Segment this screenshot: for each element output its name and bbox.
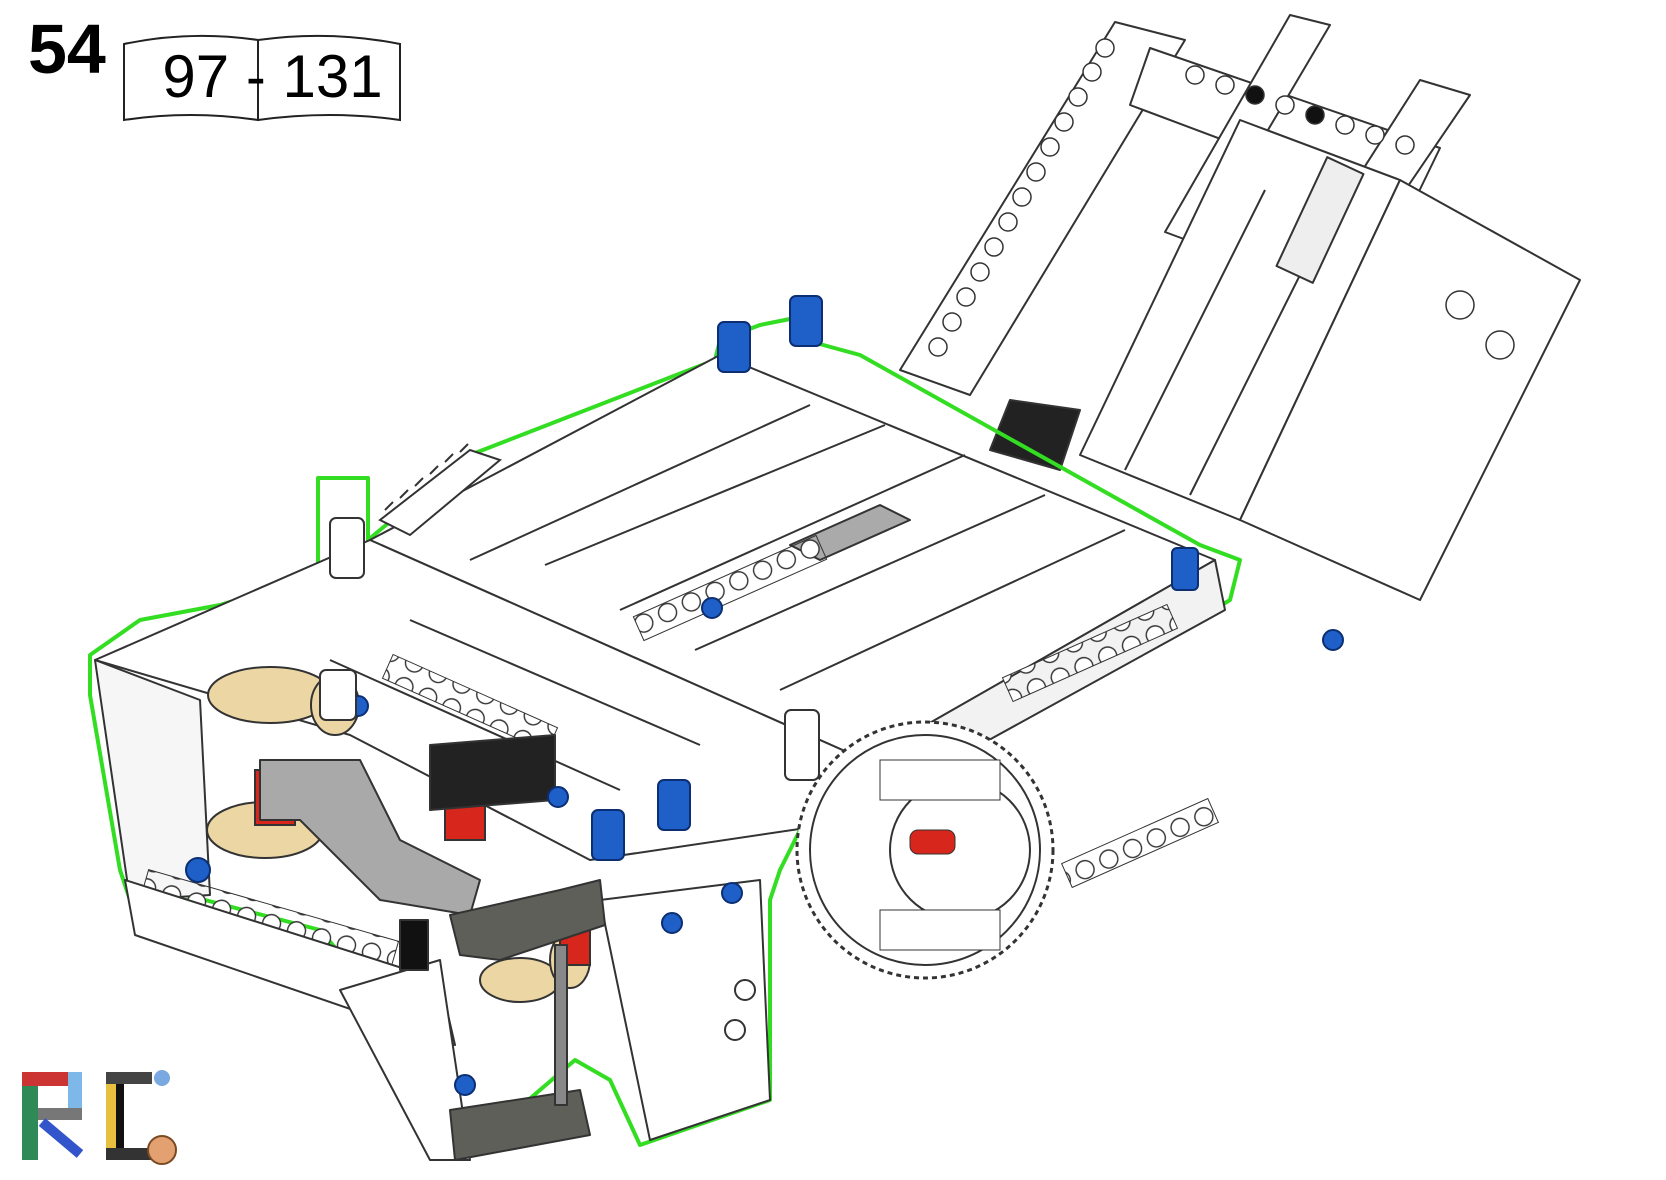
white-axle-pins: [319, 517, 820, 781]
blue-pins: [185, 295, 1344, 1096]
small-gear-rack: [378, 443, 503, 537]
lower-frame: [124, 879, 771, 1161]
page-separator: -: [245, 43, 266, 110]
open-book-icon: [123, 34, 401, 122]
book-page-reference: 97 - 131: [120, 30, 425, 124]
page-from: 97: [162, 43, 230, 110]
rc-logo-icon: [22, 1070, 177, 1165]
page-range: 97 - 131: [120, 42, 425, 111]
grey-links: [259, 734, 606, 1161]
large-gear: [795, 720, 1055, 980]
rear-frame-holes: [928, 38, 1515, 360]
beam-hole-rows: [140, 534, 1220, 967]
page-to: 131: [282, 43, 383, 110]
step-number: 54: [28, 10, 106, 88]
highlight-outline: [88, 316, 1242, 1152]
